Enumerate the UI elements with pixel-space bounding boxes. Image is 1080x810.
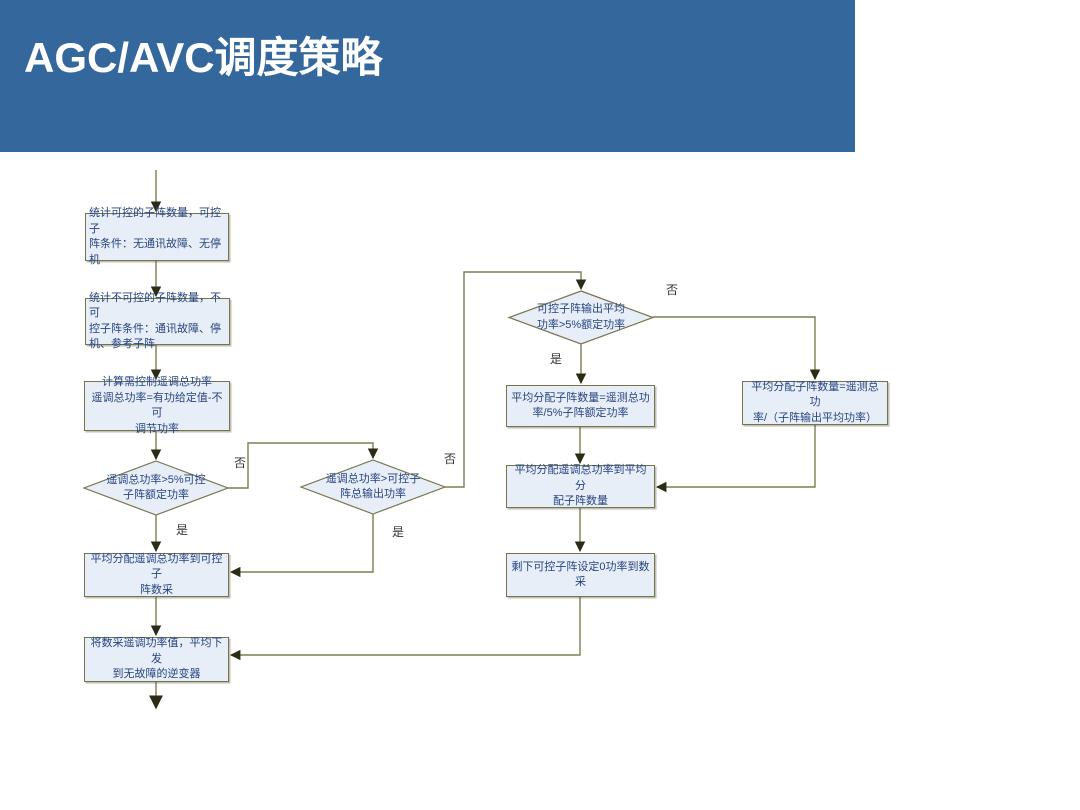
decision-diamond-gt-total-output xyxy=(299,459,447,515)
process-node-subarray-count-by-rated: 平均分配子阵数量=遥测总功 率/5%子阵额定功率 xyxy=(506,385,655,427)
slide-title: AGC/AVC调度策略 xyxy=(24,34,383,81)
process-node-avg-allocate-to-controllable: 平均分配遥调总功率到可控子 阵数采 xyxy=(84,553,229,597)
connector-decision3-no xyxy=(653,316,821,381)
node-text: 统计可控的子阵数量，可控子 阵条件：无通讯故障、无停机 xyxy=(89,207,221,266)
edge-label-no: 否 xyxy=(444,452,457,466)
connector-decision2-yes xyxy=(229,514,374,578)
node-text: 剩下可控子阵设定0功率到数采 xyxy=(511,560,650,589)
node-text: 平均分配子阵数量=遥测总功 率/（子阵输出平均功率） xyxy=(751,380,879,424)
process-node-set-zero-power: 剩下可控子阵设定0功率到数采 xyxy=(506,553,655,597)
edge-label-no: 否 xyxy=(666,283,679,297)
process-node-subarray-count-by-avg-output: 平均分配子阵数量=遥测总功 率/（子阵输出平均功率） xyxy=(742,381,888,425)
edge-label-no: 否 xyxy=(234,456,247,470)
node-text: 平均分配子阵数量=遥测总功 率/5%子阵额定功率 xyxy=(511,391,650,420)
process-node-count-uncontrollable: 统计不可控的子阵数量，不可 控子阵条件：通讯故障、停 机、参考子阵 xyxy=(85,292,230,350)
node-text: 平均分配遥调总功率到平均分 配子阵数量 xyxy=(514,464,647,508)
node-text: 平均分配遥调总功率到可控子 阵数采 xyxy=(90,552,223,596)
process-node-compute-total-power: 计算需控制遥调总功率 遥调总功率=有功给定值-不可 调节功率 xyxy=(84,376,230,435)
connector-decision2-no xyxy=(445,271,587,488)
process-node-avg-allocate-to-subset: 平均分配遥调总功率到平均分 配子阵数量 xyxy=(506,464,655,508)
edge-label-yes: 是 xyxy=(392,525,405,539)
node-text: 将数采遥调功率值，平均下发 到无故障的逆变器 xyxy=(90,637,223,681)
connector-byavg-to-allocate xyxy=(655,425,816,493)
node-text: 计算需控制遥调总功率 遥调总功率=有功给定值-不可 调节功率 xyxy=(91,376,223,435)
connector-decision1-no xyxy=(228,442,379,489)
process-node-send-to-inverters: 将数采遥调功率值，平均下发 到无故障的逆变器 xyxy=(84,637,229,682)
decision-diamond-avg-gt-5pct xyxy=(507,290,655,345)
decision-diamond-gt-5pct-rated xyxy=(82,460,230,516)
edge-label-yes: 是 xyxy=(176,523,189,537)
connector-zero-to-send xyxy=(229,597,581,661)
process-node-count-controllable: 统计可控的子阵数量，可控子 阵条件：无通讯故障、无停机 xyxy=(85,207,229,266)
title-bar: AGC/AVC调度策略 xyxy=(0,0,855,152)
edge-label-yes: 是 xyxy=(550,352,563,366)
node-text: 统计不可控的子阵数量，不可 控子阵条件：通讯故障、停 机、参考子阵 xyxy=(89,291,221,351)
